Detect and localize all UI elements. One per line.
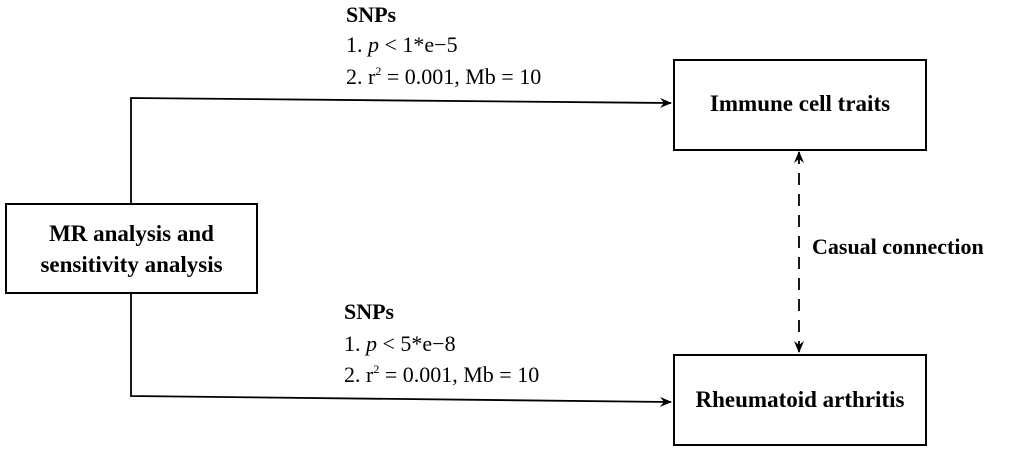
mr-analysis-box: MR analysis and sensitivity analysis (5, 203, 258, 294)
t1v: p (368, 32, 379, 57)
t2s: 2 (375, 64, 382, 78)
t2p: 2. r (346, 64, 376, 89)
ra-label: Rheumatoid arthritis (695, 387, 905, 412)
arrow-to-immune (130, 97, 672, 203)
top-criterion-1: 1. p < 1*e−5 (346, 30, 458, 60)
b2p: 2. r (344, 362, 374, 387)
immune-label: Immune cell traits (709, 91, 891, 116)
casual-connection-label: Casual connection (812, 234, 984, 259)
b2s: 2 (373, 362, 380, 376)
t1r: < 1*e−5 (379, 32, 458, 57)
bottom-criterion-2: 2. r2 = 0.001, Mb = 10 (344, 360, 539, 390)
bottom-snps-title: SNPs (344, 299, 395, 324)
b1v: p (366, 331, 377, 356)
arrow-to-ra (130, 293, 672, 407)
b1p: 1. (344, 331, 366, 356)
top-snps-title: SNPs (346, 2, 397, 27)
immune-cell-traits-box: Immune cell traits (673, 59, 927, 151)
b1r: < 5*e−8 (377, 331, 456, 356)
rheumatoid-arthritis-box: Rheumatoid arthritis (673, 354, 927, 446)
top-criterion-2: 2. r2 = 0.001, Mb = 10 (346, 62, 541, 92)
bottom-criterion-1: 1. p < 5*e−8 (344, 329, 456, 359)
mr-line-2: sensitivity analysis (40, 251, 223, 277)
t1p: 1. (346, 32, 368, 57)
t2r: = 0.001, Mb = 10 (381, 64, 542, 89)
mr-line-1: MR analysis and (49, 220, 214, 246)
b2r: = 0.001, Mb = 10 (379, 362, 540, 387)
